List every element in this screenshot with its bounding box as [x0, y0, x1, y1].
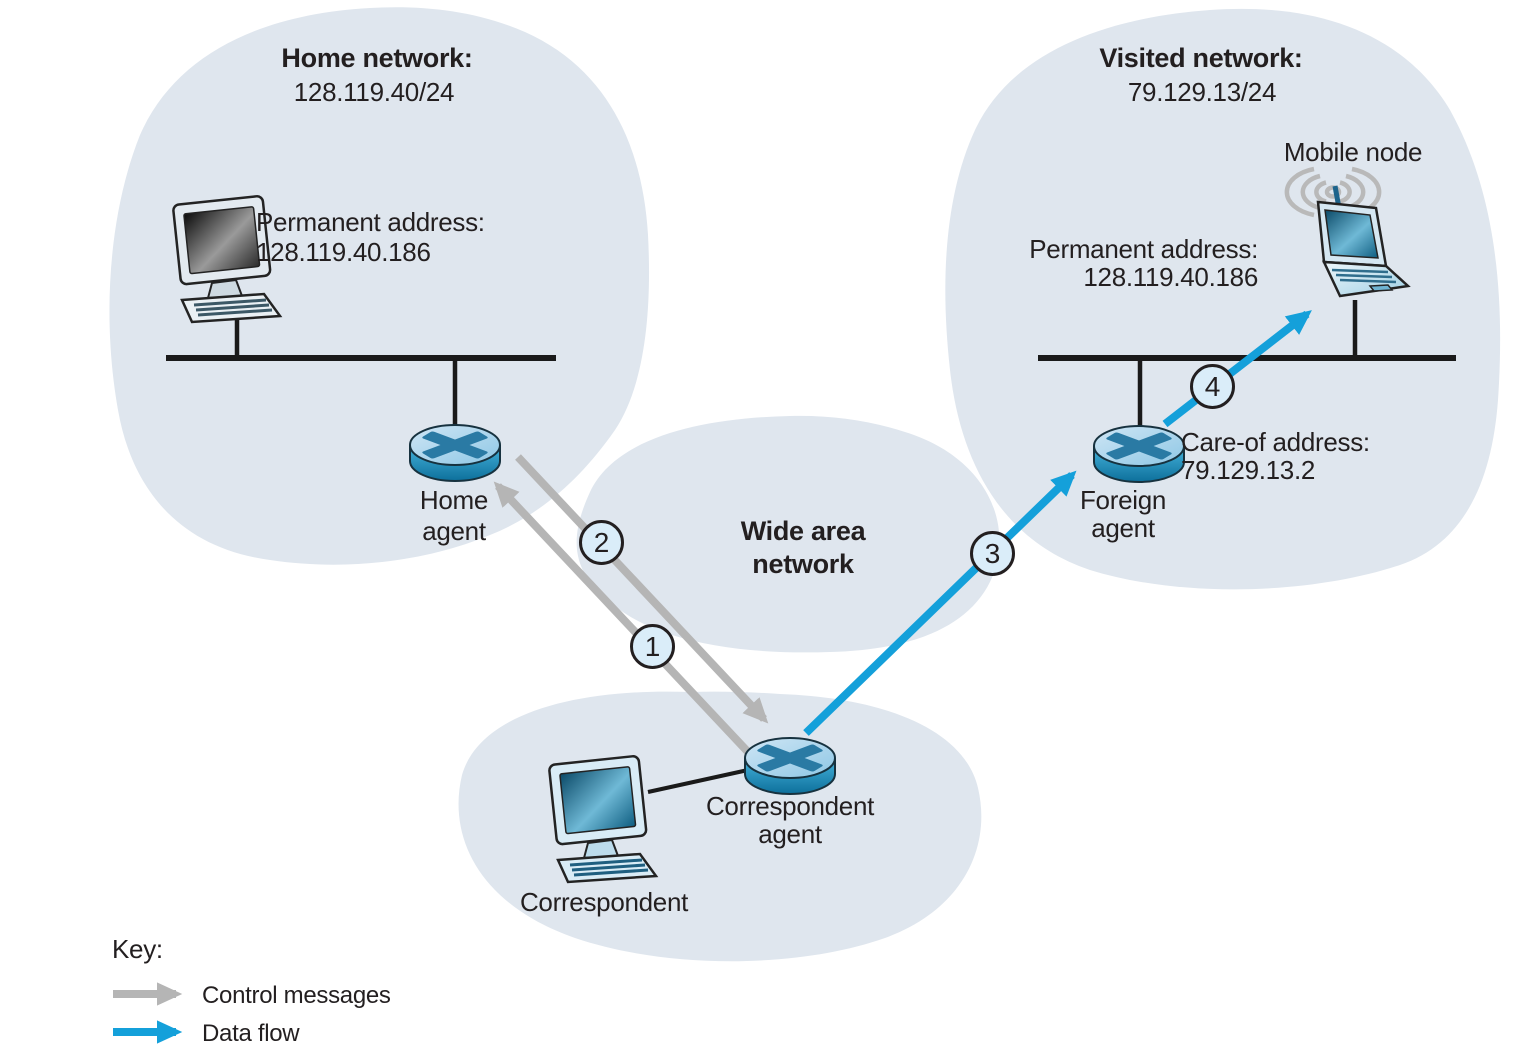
- home-network-subnet: 128.119.40/24: [293, 77, 455, 107]
- key-control-messages-label: Control messages: [202, 982, 391, 1009]
- key-title: Key:: [112, 934, 163, 964]
- correspondent-desktop-icon: [548, 755, 659, 884]
- step-circle-1: 1: [630, 624, 675, 669]
- foreign-agent-label: Foreign agent: [1079, 485, 1167, 543]
- home-desktop-icon: [172, 195, 283, 324]
- visited-network-title: Visited network:: [1099, 43, 1303, 73]
- visited-permanent-address-label: Permanent address: 128.119.40.186: [1029, 234, 1258, 292]
- touchpad: [1368, 284, 1394, 292]
- step-circle-2: 2: [579, 520, 624, 565]
- care-of-address-label: Care-of address: 79.129.13.2: [1181, 427, 1370, 485]
- wide-area-network-cloud: [576, 415, 1000, 653]
- home-permanent-address-label: Permanent address: 128.119.40.186: [256, 207, 485, 267]
- visited-network-subnet: 79.129.13/24: [1127, 77, 1277, 107]
- correspondent-agent-label: Correspondent agent: [705, 791, 875, 849]
- control-message-arrow-1: [493, 481, 751, 755]
- laptop-screen: [1324, 209, 1379, 259]
- key-data-flow-label: Data flow: [202, 1020, 300, 1047]
- correspondent-agent-router-icon: [744, 737, 836, 795]
- home-network-title: Home network:: [281, 43, 473, 73]
- mobile-node-laptop-icon: [1284, 166, 1411, 298]
- correspondent-network-cloud: [458, 691, 982, 962]
- foreign-agent-router-icon: [1093, 425, 1185, 483]
- correspondent-label: Correspondent: [519, 887, 689, 917]
- mobile-node-label: Mobile node: [1283, 137, 1423, 167]
- step-circle-4: 4: [1190, 364, 1235, 409]
- visited-network-cloud: [945, 8, 1501, 590]
- control-message-arrow-2: [515, 454, 769, 724]
- correspondent-cable: [647, 768, 749, 794]
- step-circle-3: 3: [970, 531, 1015, 576]
- home-network-cloud: [109, 7, 650, 565]
- data-flow-arrow-3: [803, 470, 1077, 736]
- data-flow-arrow-4: [1162, 310, 1312, 428]
- home-agent-label: Home agent: [419, 485, 489, 546]
- home-agent-router-icon: [409, 424, 501, 482]
- wide-area-network-label: Wide area network: [740, 516, 866, 579]
